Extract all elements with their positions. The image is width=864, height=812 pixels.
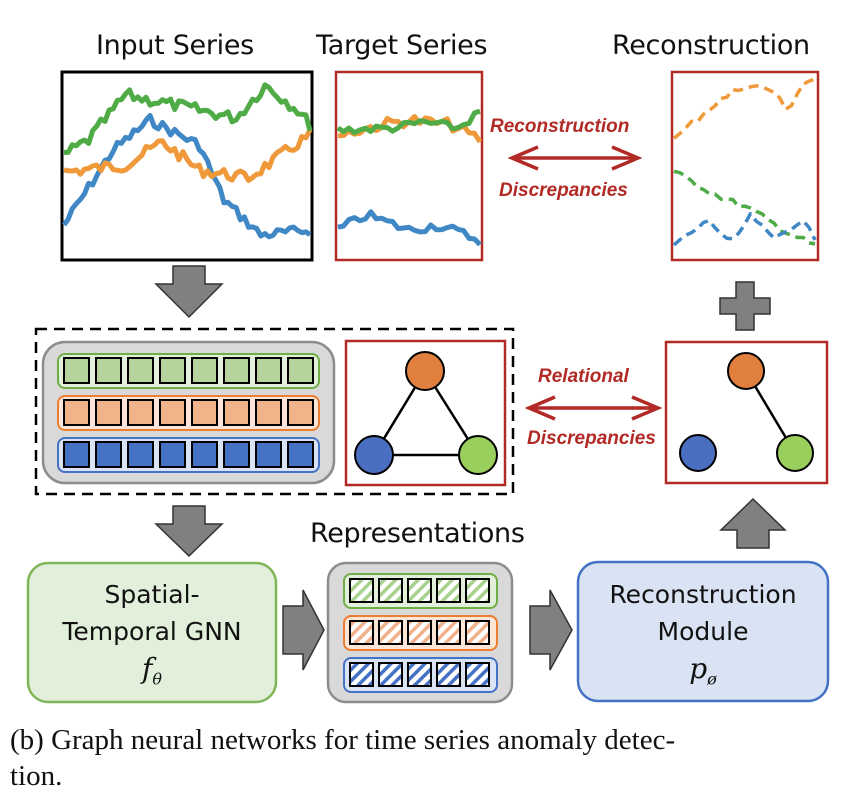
encoder-label-line1: Spatial- xyxy=(104,580,200,609)
relational-discrepancy-label-top: Relational xyxy=(538,366,629,387)
reconstruction-discrepancy-arrow xyxy=(507,145,643,171)
down-arrow-2 xyxy=(154,505,224,558)
reconstruction-panel xyxy=(670,70,820,262)
input-series-green-line xyxy=(64,82,313,155)
embedding-cell-green xyxy=(287,357,314,384)
target-series-panel xyxy=(334,70,484,262)
plus-icon xyxy=(719,281,771,331)
decoder-symbol-base: p xyxy=(689,652,708,685)
embedding-cell-blue xyxy=(127,441,154,468)
up-arrow xyxy=(719,497,787,549)
reconstruction-orange-line xyxy=(672,77,816,140)
embedding-cell-orange xyxy=(63,399,90,426)
embedding-row-orange xyxy=(57,395,320,431)
representation-cell-orange xyxy=(436,620,461,645)
node-blue xyxy=(354,435,394,475)
target-series-blue-line xyxy=(337,209,482,247)
relational-discrepancy-arrow xyxy=(524,395,663,421)
reconstructed-graph-panel xyxy=(664,340,829,485)
input-series-blue-line xyxy=(61,113,312,240)
right-arrow-2 xyxy=(529,589,573,671)
representation-cell-blue xyxy=(465,662,490,687)
embedding-cell-orange xyxy=(191,399,218,426)
embedding-cell-blue xyxy=(255,441,282,468)
embedding-cell-green xyxy=(223,357,250,384)
encoder-symbol: fθ xyxy=(28,650,276,698)
decoder-box xyxy=(576,560,830,703)
embedding-cell-green xyxy=(63,357,90,384)
representations-panel xyxy=(326,561,514,704)
target-series-green-line xyxy=(336,108,481,136)
representation-cell-orange xyxy=(465,620,490,645)
node-green xyxy=(458,435,498,475)
input-series-title: Input Series xyxy=(96,30,254,61)
encoding-dashed-group xyxy=(34,327,515,496)
relational-discrepancy-label-bottom: Discrepancies xyxy=(527,428,656,449)
representation-cell-green xyxy=(407,578,432,603)
representation-cell-blue xyxy=(407,662,432,687)
representation-cell-green xyxy=(349,578,374,603)
embedding-cell-blue xyxy=(63,441,90,468)
embedding-cell-orange xyxy=(287,399,314,426)
embedding-cell-green xyxy=(255,357,282,384)
embedding-cell-blue xyxy=(223,441,250,468)
embedding-row-green xyxy=(57,353,320,389)
embedding-cell-green xyxy=(95,357,122,384)
representation-cell-orange xyxy=(378,620,403,645)
node-blue xyxy=(679,434,717,472)
embedding-cell-blue xyxy=(95,441,122,468)
embedding-cell-orange xyxy=(223,399,250,426)
embedding-cell-orange xyxy=(159,399,186,426)
caption-line-1: (b) Graph neural networks for time serie… xyxy=(10,724,676,756)
representation-cell-green xyxy=(436,578,461,603)
representation-cell-blue xyxy=(349,662,374,687)
embedding-cell-blue xyxy=(287,441,314,468)
node-orange xyxy=(727,352,765,390)
reconstruction-discrepancy-label-top: Reconstruction xyxy=(490,116,630,137)
embedding-cell-orange xyxy=(255,399,282,426)
representation-cell-blue xyxy=(436,662,461,687)
representation-cell-orange xyxy=(349,620,374,645)
representations-title: Representations xyxy=(310,518,525,549)
embedding-cell-orange xyxy=(95,399,122,426)
encoder-symbol-subscript: θ xyxy=(152,669,162,689)
representation-cell-green xyxy=(465,578,490,603)
reconstruction-green-line xyxy=(673,169,816,246)
embedding-cell-green xyxy=(127,357,154,384)
node-green xyxy=(776,434,814,472)
decoder-symbol: pø xyxy=(578,650,828,698)
learned-graph-panel xyxy=(344,339,507,487)
reconstruction-discrepancy-label-bottom: Discrepancies xyxy=(499,180,628,201)
encoder-symbol-base: f xyxy=(141,652,153,685)
right-arrow-1 xyxy=(282,589,325,671)
representation-cell-green xyxy=(378,578,403,603)
input-series-orange-line xyxy=(63,128,313,183)
embedding-cell-blue xyxy=(191,441,218,468)
input-series-panel xyxy=(60,70,314,262)
encoder-label: Spatial- Temporal GNN fθ xyxy=(28,576,276,698)
encoder-label-line2: Temporal GNN xyxy=(62,617,242,646)
node-orange xyxy=(405,351,445,391)
diagram-canvas xyxy=(26,70,830,704)
representation-cell-blue xyxy=(378,662,403,687)
down-arrow-1 xyxy=(154,265,224,319)
decoder-label-line1: Reconstruction xyxy=(609,580,797,609)
embedding-cell-blue xyxy=(159,441,186,468)
embedding-row-blue xyxy=(57,437,320,473)
embedding-cell-green xyxy=(159,357,186,384)
target-series-title: Target Series xyxy=(316,30,488,61)
embedding-cell-orange xyxy=(127,399,154,426)
figure-caption: (b) Graph neural networks for time serie… xyxy=(10,722,675,794)
decoder-symbol-subscript: ø xyxy=(707,669,717,689)
input-embeddings-panel xyxy=(41,340,336,485)
decoder-label-line2: Module xyxy=(657,617,749,646)
representation-cell-orange xyxy=(407,620,432,645)
embedding-cell-green xyxy=(191,357,218,384)
caption-line-2: tion. xyxy=(10,760,63,792)
reconstruction-title: Reconstruction xyxy=(612,30,810,61)
decoder-label: Reconstruction Module pø xyxy=(578,576,828,698)
encoder-box xyxy=(26,561,278,704)
